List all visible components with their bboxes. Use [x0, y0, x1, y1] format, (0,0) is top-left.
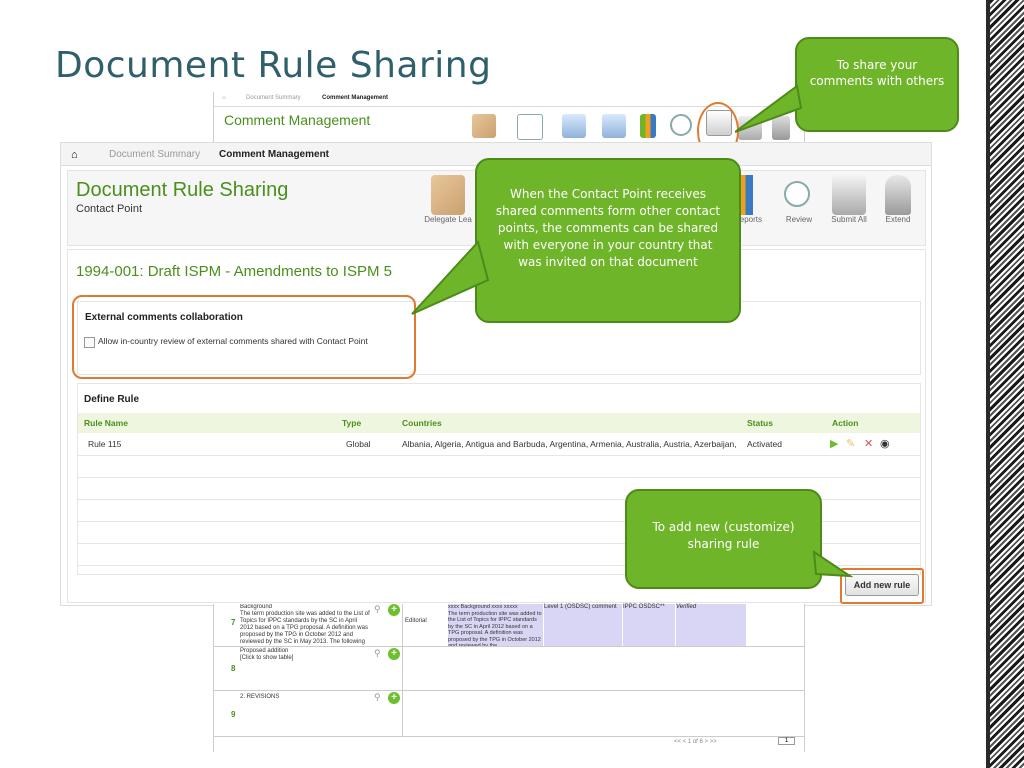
comment-group: IPPC OSDSC**	[623, 604, 675, 646]
hand-icon[interactable]	[472, 114, 496, 138]
add-button-highlight	[840, 568, 924, 604]
toolbar-label: Review	[785, 215, 813, 224]
toolbar-label: Reports	[733, 215, 762, 224]
table-row	[78, 543, 920, 566]
envelope-icon	[832, 175, 866, 215]
add-new-rule-button[interactable]: Add new rule	[845, 574, 919, 596]
home-icon: ⌂	[222, 95, 226, 101]
callout-text: To share your comments with others	[809, 58, 945, 88]
table-row: 9 2. REVISIONS ⚲ +	[214, 690, 804, 737]
toolbar-submit-all[interactable]: Submit All	[824, 175, 874, 224]
external-box-highlight	[72, 295, 416, 379]
callout-pointer	[812, 550, 854, 578]
breadcrumb-item[interactable]: Document Summary	[109, 149, 201, 160]
play-icon[interactable]: ▶	[830, 438, 839, 450]
row-text: Proposed addition [Click to show table]	[240, 648, 294, 661]
document-title: 1994-001: Draft ISPM - Amendments to ISP…	[76, 263, 392, 280]
row-text: 2. REVISIONS	[240, 694, 280, 700]
decorative-border	[986, 0, 990, 768]
table-row: 7 Background The term production site wa…	[214, 604, 804, 647]
section-title: External comments collaboration	[85, 312, 243, 323]
comment-text: xxxx Background xxxx xxxxx The term prod…	[448, 604, 543, 646]
background-app-title: Comment Management	[224, 112, 371, 128]
callout-pointer	[411, 240, 490, 315]
document-icon[interactable]	[517, 114, 543, 140]
row-number: 7	[231, 618, 236, 627]
row-type: Editorial	[405, 618, 427, 624]
breadcrumb-item-current: Comment Management	[219, 149, 330, 160]
decorative-stripe	[990, 0, 1024, 768]
bar-chart-icon[interactable]	[640, 114, 656, 138]
table-row	[78, 521, 920, 544]
table-row	[78, 499, 920, 522]
background-comment-table: 7 Background The term production site wa…	[213, 604, 805, 752]
users-add-icon[interactable]	[562, 114, 586, 138]
rule-name: Rule 115	[88, 439, 122, 449]
toolbar-review[interactable]: Review	[774, 175, 824, 224]
background-breadcrumb: ⌂ Document Summary Comment Management	[214, 92, 804, 107]
toolbar-label: Extend	[885, 215, 911, 224]
add-icon[interactable]: +	[388, 604, 400, 616]
rule-status: Activated	[747, 439, 782, 449]
table-row: 8 Proposed addition [Click to show table…	[214, 646, 804, 691]
magnifier-icon[interactable]: ⚲	[374, 648, 381, 658]
rule-type: Global	[346, 439, 371, 449]
toolbar-delegate[interactable]: Delegate Lea	[423, 175, 473, 224]
checkbox-label: Allow in-country review of external comm…	[98, 336, 368, 346]
delete-icon[interactable]: ✕	[864, 438, 874, 450]
home-icon[interactable]: ⌂	[71, 149, 78, 161]
toolbar-extend[interactable]: Extend	[873, 175, 923, 224]
users-add-icon[interactable]	[602, 114, 626, 138]
padlock-icon	[885, 175, 911, 215]
in-country-review-checkbox[interactable]	[84, 337, 95, 348]
pagination[interactable]: << < 1 of 6 > >>	[674, 739, 717, 745]
callout-text: To add new (customize) sharing rule	[652, 520, 795, 551]
table-row: Rule 115 Global Albania, Algeria, Antigu…	[78, 433, 920, 456]
section-title: Define Rule	[84, 394, 140, 405]
magnifier-icon	[784, 181, 810, 207]
page-select[interactable]: 1	[778, 737, 796, 745]
edit-icon[interactable]: ✎	[846, 438, 856, 450]
comment-status: Verified	[676, 604, 746, 646]
toolbar-label: Submit All	[831, 215, 867, 224]
column-header: Action	[832, 418, 859, 428]
comment-level: Level 1 (OSDSC) comment	[544, 604, 622, 646]
hand-icon	[431, 175, 465, 215]
add-icon[interactable]: +	[388, 648, 400, 660]
toolbar-label: Delegate Lea	[424, 215, 472, 224]
column-header: Countries	[402, 418, 442, 428]
add-rule-callout: To add new (customize) sharing rule	[625, 489, 822, 589]
row-number: 8	[231, 664, 236, 673]
row-number: 9	[231, 710, 236, 719]
magnifier-icon[interactable]	[670, 114, 692, 136]
contact-point-callout: When the Contact Point receives shared c…	[475, 158, 741, 323]
column-divider	[402, 646, 403, 690]
page-title: Document Rule Sharing	[76, 179, 289, 201]
background-breadcrumb-item: Document Summary	[246, 95, 301, 101]
magnifier-icon[interactable]: ⚲	[374, 692, 381, 702]
column-header: Rule Name	[84, 418, 128, 428]
table-row	[78, 455, 920, 478]
define-rule-box: Define Rule Rule Name Type Countries Sta…	[77, 383, 921, 575]
column-divider	[402, 690, 403, 736]
row-text: Background The term production site was …	[240, 604, 370, 645]
callout-pointer	[735, 84, 803, 133]
padlock-icon[interactable]	[772, 116, 790, 140]
column-divider	[402, 604, 403, 646]
table-header: Rule Name Type Countries Status Action	[78, 413, 920, 433]
table-row	[78, 477, 920, 500]
add-icon[interactable]: +	[388, 692, 400, 704]
page-subtitle: Contact Point	[76, 203, 143, 215]
magnifier-icon[interactable]: ⚲	[374, 604, 381, 614]
background-breadcrumb-item: Comment Management	[322, 95, 389, 101]
column-header: Type	[342, 418, 362, 428]
slide-title: Document Rule Sharing	[55, 45, 492, 86]
rule-countries: Albania, Algeria, Antigua and Barbuda, A…	[402, 439, 737, 449]
share-callout: To share your comments with others	[795, 37, 959, 132]
view-icon[interactable]: ◉	[880, 438, 890, 450]
column-header: Status	[747, 418, 773, 428]
callout-text: When the Contact Point receives shared c…	[495, 187, 721, 269]
